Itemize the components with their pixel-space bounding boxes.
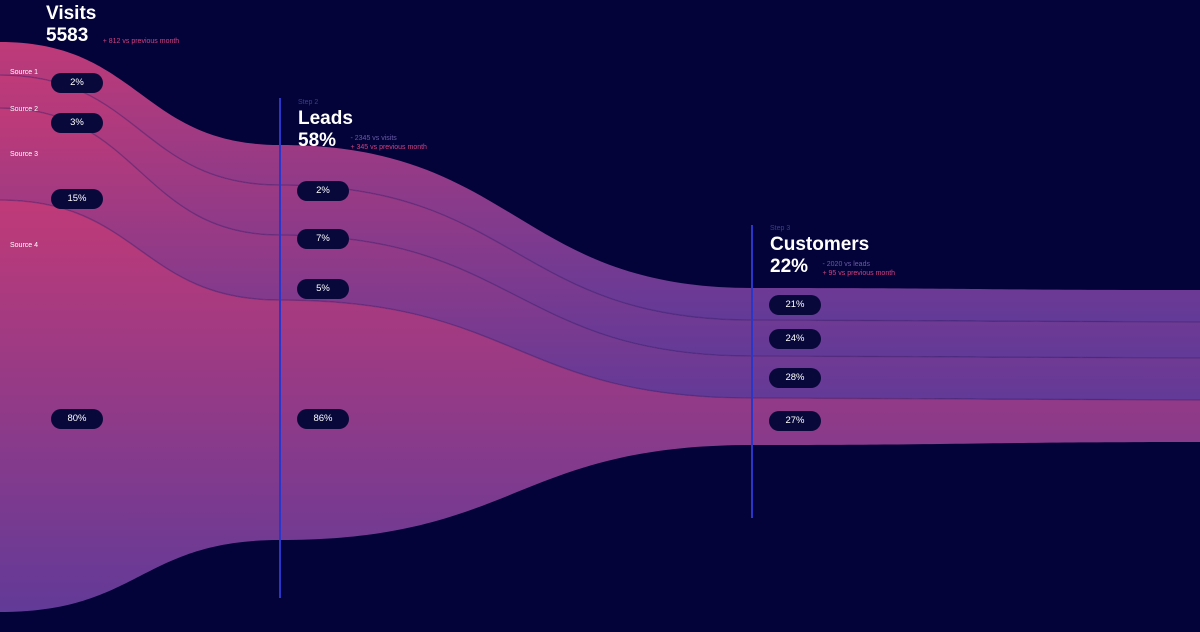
stage-note: + 812 vs previous month bbox=[102, 38, 180, 45]
stage-title: Customers bbox=[770, 234, 870, 255]
funnel-band bbox=[0, 42, 1200, 322]
source-label: Source 3 bbox=[10, 151, 39, 158]
segment-percent-pill: 86% bbox=[297, 409, 349, 429]
stage-value: 58% bbox=[298, 130, 337, 151]
stage-leads-header: Step 2 Leads 58% - 2345 vs visits + 345 … bbox=[298, 99, 427, 152]
stage-title: Leads bbox=[298, 108, 353, 129]
segment-percent-pill: 27% bbox=[769, 411, 821, 431]
source-label: Source 2 bbox=[10, 106, 39, 113]
funnel-band bbox=[0, 75, 1200, 358]
stage-note: + 345 vs previous month bbox=[350, 144, 427, 151]
segment-percent-pill: 21% bbox=[769, 295, 821, 315]
band-seam bbox=[0, 199, 1200, 401]
stage-title: Visits bbox=[46, 3, 97, 24]
source-label: Source 4 bbox=[10, 242, 39, 249]
stage-note: + 95 vs previous month bbox=[822, 270, 896, 277]
segment-percent-pill: 24% bbox=[769, 329, 821, 349]
stage-step: Step 3 bbox=[770, 225, 791, 232]
segment-percent-pill: 2% bbox=[51, 73, 103, 93]
segment-percent-pill: 15% bbox=[51, 189, 103, 209]
funnel-bands bbox=[0, 42, 1200, 612]
segment-percent-pill: 7% bbox=[297, 229, 349, 249]
stage-notes: - 2345 vs visits + 345 vs previous month bbox=[350, 130, 426, 152]
source-label: Source 1 bbox=[10, 69, 39, 76]
segment-percent-pill: 28% bbox=[769, 368, 821, 388]
stage-notes: + 812 vs previous month bbox=[103, 25, 179, 46]
stage-note: - 2345 vs visits bbox=[350, 135, 397, 142]
segment-percent-pill: 2% bbox=[297, 181, 349, 201]
stage-value: 5583 bbox=[46, 25, 89, 46]
stage-value: 22% bbox=[770, 256, 809, 277]
stage-customers-header: Step 3 Customers 22% - 2020 vs leads + 9… bbox=[770, 225, 895, 278]
funnel-band bbox=[0, 108, 1200, 400]
segment-percent-pill: 3% bbox=[51, 113, 103, 133]
band-seam bbox=[0, 107, 1200, 359]
stage-notes: - 2020 vs leads + 95 vs previous month bbox=[822, 256, 895, 278]
segment-percent-pill: 80% bbox=[51, 409, 103, 429]
stage-visits-header: Visits 5583 + 812 vs previous month bbox=[46, 3, 179, 47]
band-seam bbox=[0, 74, 1200, 323]
stage-step: Step 2 bbox=[298, 99, 319, 106]
funnel-band bbox=[0, 200, 1200, 612]
segment-percent-pill: 5% bbox=[297, 279, 349, 299]
stage-note: - 2020 vs leads bbox=[822, 261, 870, 268]
